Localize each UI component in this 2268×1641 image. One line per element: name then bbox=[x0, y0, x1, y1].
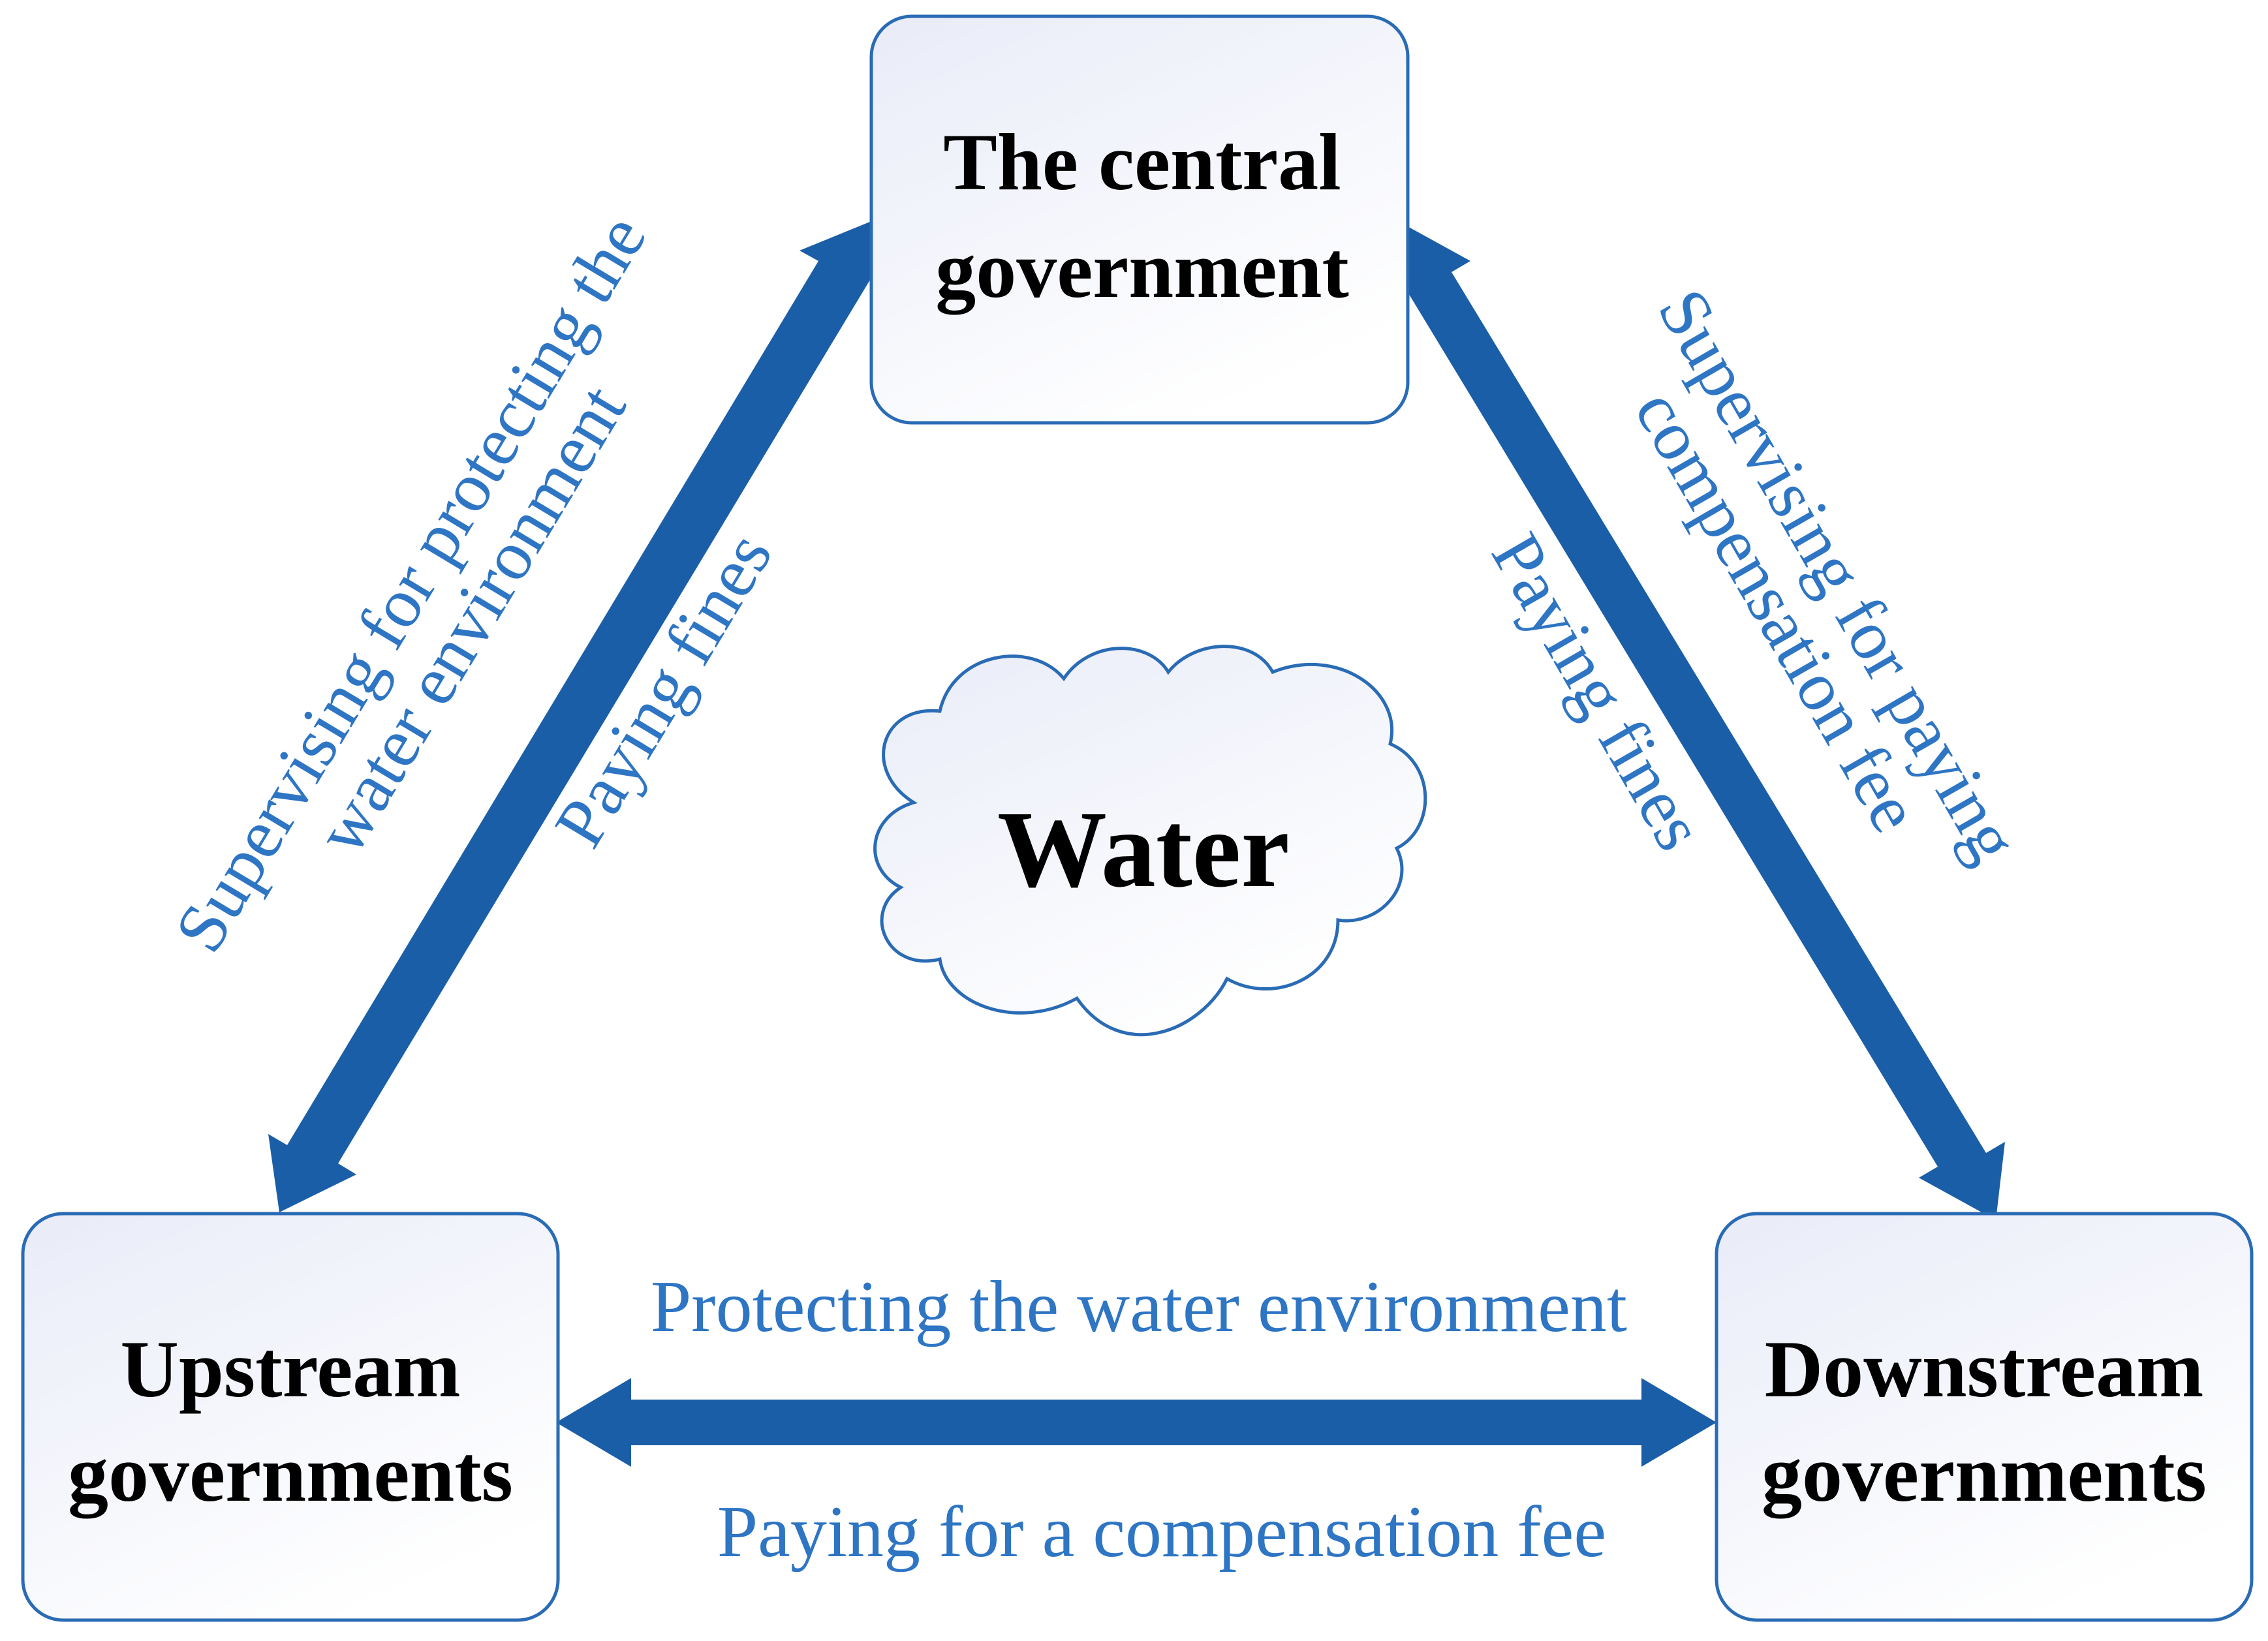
arrow-upstream-downstream bbox=[556, 1378, 1717, 1467]
arrow-central-upstream bbox=[268, 219, 889, 1212]
central-label-line1: The central bbox=[943, 117, 1341, 207]
node-downstream-governments: Downstream governments bbox=[1715, 1212, 2254, 1622]
upstream-label-line2: governments bbox=[68, 1429, 513, 1519]
bottom-edge-top-label: Protecting the water environment bbox=[651, 1266, 1627, 1347]
arrow-central-downstream bbox=[1384, 219, 2005, 1220]
left-edge-outer-line1: Supervising for protecting the bbox=[160, 202, 661, 965]
central-label-line2: government bbox=[935, 225, 1349, 315]
node-central-government: The central government bbox=[869, 14, 1410, 425]
upstream-label-line1: Upstream bbox=[120, 1325, 460, 1414]
downstream-label-line2: governments bbox=[1762, 1429, 2207, 1519]
bottom-edge-bottom-label: Paying for a compensation fee bbox=[717, 1492, 1606, 1572]
downstream-label-line1: Downstream bbox=[1765, 1325, 2204, 1414]
node-upstream-governments: Upstream governments bbox=[21, 1212, 560, 1622]
water-label: Water bbox=[997, 789, 1290, 910]
water-cloud: Water bbox=[873, 645, 1427, 1036]
